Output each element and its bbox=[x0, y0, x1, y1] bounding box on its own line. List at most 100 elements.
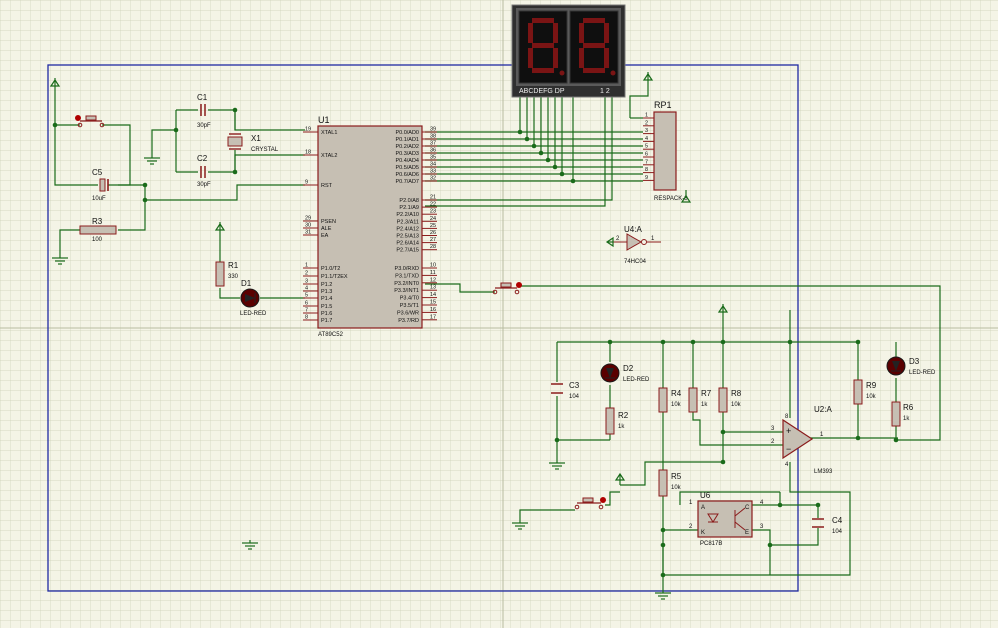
u6-pin-3: 3 bbox=[760, 524, 764, 530]
u6-part: PC817B bbox=[700, 541, 722, 547]
vcc-icon bbox=[680, 190, 692, 203]
u1-pin-number: 16 bbox=[430, 307, 436, 313]
r5-value: 10k bbox=[671, 485, 682, 491]
u1-pin-name: P3.5/T1 bbox=[400, 303, 419, 309]
u1-pin-name: P2.3/A11 bbox=[397, 219, 419, 225]
c5-capacitor[interactable] bbox=[99, 178, 109, 192]
u1-pin-number: 30 bbox=[305, 223, 311, 229]
r5-resistor[interactable] bbox=[658, 469, 668, 497]
c3-capacitor[interactable] bbox=[551, 383, 563, 394]
u1-pin-number: 15 bbox=[430, 300, 436, 306]
r4-resistor[interactable] bbox=[658, 387, 668, 413]
vcc-icon bbox=[605, 236, 614, 248]
reset-button[interactable] bbox=[75, 115, 105, 128]
u1-mcu[interactable]: U1 AT89C52 19XTAL118XTAL29RST29PSEN30ALE… bbox=[303, 115, 437, 338]
ground-icon bbox=[549, 460, 565, 470]
r9-value: 10k bbox=[866, 394, 877, 400]
u1-pin-name: XTAL2 bbox=[321, 153, 337, 159]
rp1-pin-number: 9 bbox=[645, 175, 648, 181]
r2-value: 1k bbox=[618, 424, 625, 430]
u1-right-pins: 39P0.0/AD038P0.1/AD137P0.2/AD236P0.3/AD3… bbox=[394, 127, 437, 324]
u1-pin-number: 3 bbox=[305, 279, 308, 285]
u1-pin-name: P0.7/AD7 bbox=[395, 179, 419, 185]
u2-comparator[interactable]: + − 8 4 3 2 1 bbox=[771, 414, 824, 468]
r8-resistor[interactable] bbox=[718, 387, 728, 413]
c3-value: 104 bbox=[569, 394, 580, 400]
u1-pin-name: P0.5/AD5 bbox=[395, 165, 419, 171]
u1-pin-name: P2.4/A12 bbox=[396, 226, 419, 232]
u1-pin-number: 13 bbox=[430, 285, 436, 291]
r2-resistor[interactable] bbox=[605, 407, 615, 435]
c5-value: 10uF bbox=[92, 196, 106, 202]
u1-pin-number: 14 bbox=[430, 292, 436, 298]
u1-pin-number: 38 bbox=[430, 134, 436, 140]
r4-ref: R4 bbox=[671, 389, 682, 398]
r1-resistor[interactable] bbox=[215, 261, 225, 287]
r9-resistor[interactable] bbox=[853, 379, 863, 405]
u1-pin-name: ALE bbox=[321, 226, 332, 232]
u1-pin-number: 37 bbox=[430, 141, 436, 147]
u1-pin-number: 2 bbox=[305, 271, 308, 277]
u2-pin-8: 8 bbox=[785, 414, 789, 420]
d1-ref: D1 bbox=[241, 279, 252, 288]
rp1-ref: RP1 bbox=[654, 100, 672, 110]
c1-value: 30pF bbox=[197, 123, 211, 129]
rp1-pin-number: 3 bbox=[645, 128, 648, 134]
u6-optocoupler[interactable]: A K C E 1 2 3 4 bbox=[689, 500, 764, 538]
u6-ref: U6 bbox=[700, 491, 711, 500]
u4-inverter[interactable]: 2 1 bbox=[613, 233, 661, 251]
d1-led[interactable] bbox=[240, 288, 260, 308]
u1-pin-name: P1.2 bbox=[321, 282, 332, 288]
u1-pin-name: P1.1/T2EX bbox=[321, 274, 348, 280]
u1-pin-number: 23 bbox=[430, 209, 436, 215]
c5-ref: C5 bbox=[92, 168, 103, 177]
d3-led[interactable] bbox=[886, 356, 906, 376]
u1-pin-name: P1.3 bbox=[321, 289, 332, 295]
r7-resistor[interactable] bbox=[688, 387, 698, 413]
r8-value: 10k bbox=[731, 402, 742, 408]
u1-part: AT89C52 bbox=[318, 332, 344, 338]
rp1-pin-number: 8 bbox=[645, 167, 648, 173]
r3-resistor[interactable] bbox=[79, 225, 117, 235]
c1-capacitor[interactable] bbox=[200, 104, 206, 116]
u1-pin-number: 34 bbox=[430, 162, 436, 168]
r6-resistor[interactable] bbox=[891, 401, 901, 427]
u1-pin-name: P1.6 bbox=[321, 311, 332, 317]
rp1-pin-number: 4 bbox=[645, 136, 648, 142]
u1-pin-name: XTAL1 bbox=[321, 130, 337, 136]
u4-pin-in: 2 bbox=[616, 236, 620, 242]
r4-value: 10k bbox=[671, 402, 682, 408]
c2-capacitor[interactable] bbox=[200, 166, 206, 178]
u2-part: LM393 bbox=[814, 469, 833, 475]
junction-dots bbox=[52, 107, 899, 578]
rp1-pin-number: 1 bbox=[645, 113, 648, 119]
u2-pin-1: 1 bbox=[820, 432, 824, 438]
u1-pin-number: 39 bbox=[430, 127, 436, 133]
u1-pin-number: 17 bbox=[430, 314, 436, 320]
r7-ref: R7 bbox=[701, 389, 712, 398]
d2-led[interactable] bbox=[600, 363, 620, 383]
vcc-symbols bbox=[49, 72, 729, 481]
u1-pin-number: 26 bbox=[430, 230, 436, 236]
u1-pin-name: P1.7 bbox=[321, 318, 332, 324]
sensor-button[interactable] bbox=[574, 497, 606, 510]
u1-pin-name: EA bbox=[321, 233, 329, 239]
sheet-border bbox=[47, 64, 799, 592]
r9-ref: R9 bbox=[866, 381, 877, 390]
u1-pin-name: P2.2/A10 bbox=[396, 212, 419, 218]
seven-segment-display[interactable]: ABCDEFG DP 1 2 bbox=[511, 4, 626, 98]
ground-icon bbox=[655, 590, 671, 600]
int1-button[interactable] bbox=[492, 282, 522, 295]
u1-pin-name: P2.1/A9 bbox=[399, 205, 419, 211]
u1-pin-name: P1.4 bbox=[321, 296, 332, 302]
u1-pin-number: 8 bbox=[305, 315, 308, 321]
rp1-pin-number: 2 bbox=[645, 120, 648, 126]
u1-pin-number: 28 bbox=[430, 244, 436, 250]
vcc-icon bbox=[49, 78, 61, 90]
x1-crystal[interactable]: X1 CRYSTAL bbox=[227, 133, 279, 153]
c3-ref: C3 bbox=[569, 381, 580, 390]
c4-capacitor[interactable] bbox=[812, 518, 824, 528]
